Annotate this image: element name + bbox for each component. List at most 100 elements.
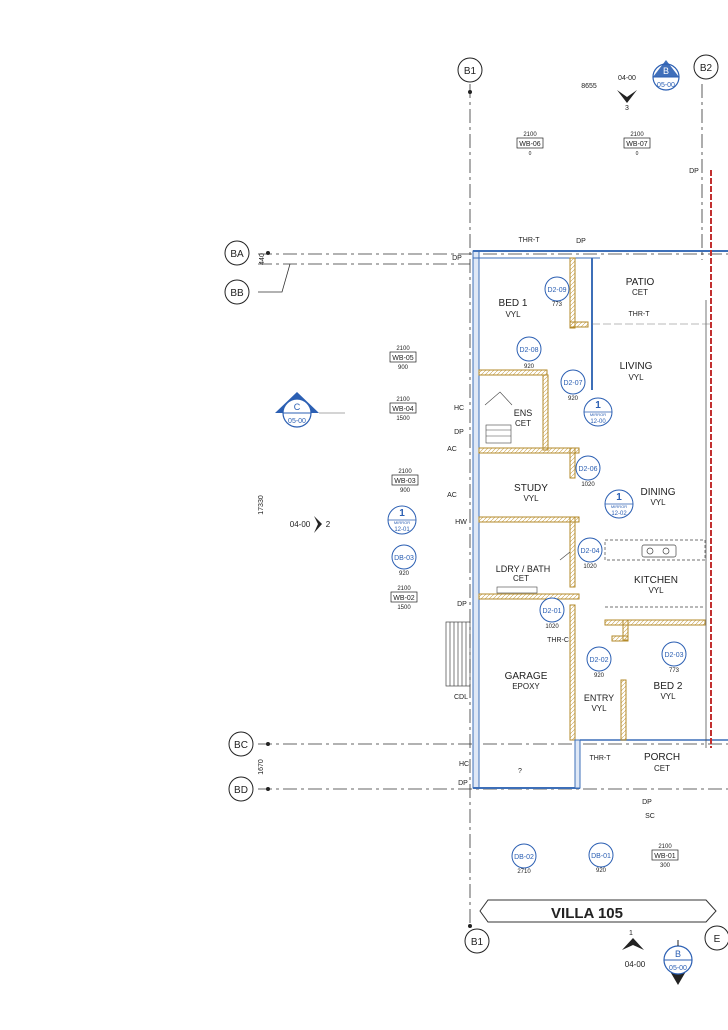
grid-label-e-bottom: E (714, 934, 721, 945)
window-tag-wb05: 2100 WB-05 900 (389, 346, 417, 371)
svg-text:DB-01: DB-01 (591, 853, 611, 860)
elevation-top-arrow (617, 90, 637, 103)
section-bottom-letter: B (675, 949, 681, 959)
svg-text:WB-07: WB-07 (626, 141, 648, 148)
grid-bubble-b1-top (457, 57, 483, 83)
note-question: ? (518, 768, 522, 775)
svg-text:ENS: ENS (514, 408, 533, 418)
svg-text:D2-03: D2-03 (664, 652, 683, 659)
note-dp-garage: DP (457, 601, 467, 608)
grid-label-bc: BC (234, 740, 248, 751)
svg-text:773: 773 (669, 668, 680, 674)
note-ac-study: AC (447, 492, 457, 499)
door-tag-db-03: DB-03 920 (391, 544, 417, 577)
window-tag-wb04: 2100 WB-04 1500 (389, 397, 417, 422)
svg-text:BED 1: BED 1 (499, 298, 528, 309)
note-hc-ens: HC (454, 405, 464, 412)
svg-text:EPOXY: EPOXY (512, 682, 540, 691)
window-tag-wb03: 2100 WB-03 900 (391, 469, 419, 494)
door-tag-d2-08: D2-08 920 (516, 336, 542, 370)
room-garage: GARAGE EPOXY (505, 671, 548, 691)
note-thr-c: THR-C (547, 637, 569, 644)
svg-text:900: 900 (398, 365, 409, 371)
laundry-fixtures (496, 551, 571, 594)
elevation-left-ref: 04-00 (290, 520, 311, 529)
internal-walls (478, 257, 706, 789)
svg-text:12-00: 12-00 (590, 419, 606, 425)
svg-text:D2-04: D2-04 (580, 548, 599, 555)
svg-text:VYL: VYL (650, 498, 666, 507)
svg-text:WB-06: WB-06 (519, 141, 541, 148)
window-tag-wb02: 2100 WB-02 1500 (390, 586, 418, 611)
svg-text:2100: 2100 (658, 844, 672, 850)
room-ens: ENS CET (514, 408, 533, 428)
svg-text:VYL: VYL (660, 692, 676, 701)
svg-text:D2-07: D2-07 (563, 380, 582, 387)
room-living: LIVING VYL (620, 361, 653, 382)
svg-text:300: 300 (660, 863, 671, 869)
svg-text:2100: 2100 (523, 132, 537, 138)
svg-text:0: 0 (529, 151, 532, 157)
door-tag-d2-01: D2-01 1020 (539, 597, 565, 630)
villa-title: VILLA 105 (551, 905, 623, 922)
elevation-bottom-ref: 04-00 (625, 960, 646, 969)
svg-text:DINING: DINING (641, 487, 676, 498)
grid-bubble-bb (224, 279, 250, 305)
section-marker-left (275, 392, 345, 428)
building-walls (472, 170, 728, 789)
dimension-ba-bb: 440 (259, 253, 266, 265)
grid-label-ba: BA (230, 249, 244, 260)
svg-text:2100: 2100 (396, 397, 410, 403)
door-tag-d2-02: D2-02 920 (586, 646, 612, 679)
window-tag-wb01: 2100 WB-01 300 (651, 844, 679, 869)
title-banner (479, 899, 717, 923)
svg-text:1020: 1020 (583, 564, 597, 570)
note-thr-t-porch: THR-T (590, 755, 612, 762)
svg-text:1500: 1500 (396, 416, 410, 422)
svg-text:MIRROR: MIRROR (590, 412, 606, 417)
svg-text:MIRROR: MIRROR (394, 520, 410, 525)
section-marker-top (652, 60, 680, 91)
room-entry: ENTRY VYL (584, 693, 614, 713)
svg-text:PORCH: PORCH (644, 752, 680, 763)
svg-text:2100: 2100 (630, 132, 644, 138)
note-dp-right: DP (689, 168, 699, 175)
room-patio: PATIO CET (626, 277, 655, 297)
room-dining: DINING VYL (641, 487, 676, 507)
room-porch: PORCH CET (644, 752, 680, 773)
svg-text:CET: CET (632, 288, 648, 297)
svg-text:VYL: VYL (523, 494, 539, 503)
room-bed1: BED 1 VYL (499, 298, 528, 319)
svg-text:1500: 1500 (397, 605, 411, 611)
grid-label-bb: BB (230, 288, 244, 299)
svg-text:MIRROR: MIRROR (611, 504, 627, 509)
window-tag-wb07: 2100 WB-07 0 (623, 132, 651, 157)
grid-label-b1-top: B1 (464, 66, 477, 77)
svg-text:2100: 2100 (396, 346, 410, 352)
elevation-bottom-arrow (622, 938, 644, 950)
dimension-top: 8655 (581, 83, 597, 90)
room-ldry-bath: LDRY / BATH CET (496, 564, 551, 583)
door-tag-d2-07: D2-07 920 (560, 369, 586, 402)
svg-text:VYL: VYL (628, 373, 644, 382)
svg-text:BED 2: BED 2 (654, 681, 683, 692)
grid-bubble-bd (228, 776, 254, 802)
note-hc-bottom: HC (459, 761, 469, 768)
svg-text:2100: 2100 (398, 469, 412, 475)
grid-label-b2-top: B2 (700, 63, 713, 74)
garage-stair (445, 621, 471, 687)
svg-text:WB-05: WB-05 (392, 355, 414, 362)
window-tag-wb06: 2100 WB-06 0 (516, 132, 544, 157)
note-sc: SC (645, 813, 655, 820)
door-tag-db-01: DB-01 920 (588, 842, 614, 874)
svg-text:773: 773 (552, 302, 563, 308)
svg-text:VYL: VYL (505, 310, 521, 319)
section-top-letter: B (663, 66, 669, 76)
svg-text:12-02: 12-02 (611, 511, 627, 517)
svg-text:ENTRY: ENTRY (584, 693, 614, 703)
svg-text:920: 920 (596, 868, 607, 874)
svg-text:920: 920 (399, 571, 410, 577)
svg-text:D2-09: D2-09 (547, 287, 566, 294)
grid-bubble-e-bottom (704, 925, 728, 951)
svg-text:D2-08: D2-08 (519, 347, 538, 354)
